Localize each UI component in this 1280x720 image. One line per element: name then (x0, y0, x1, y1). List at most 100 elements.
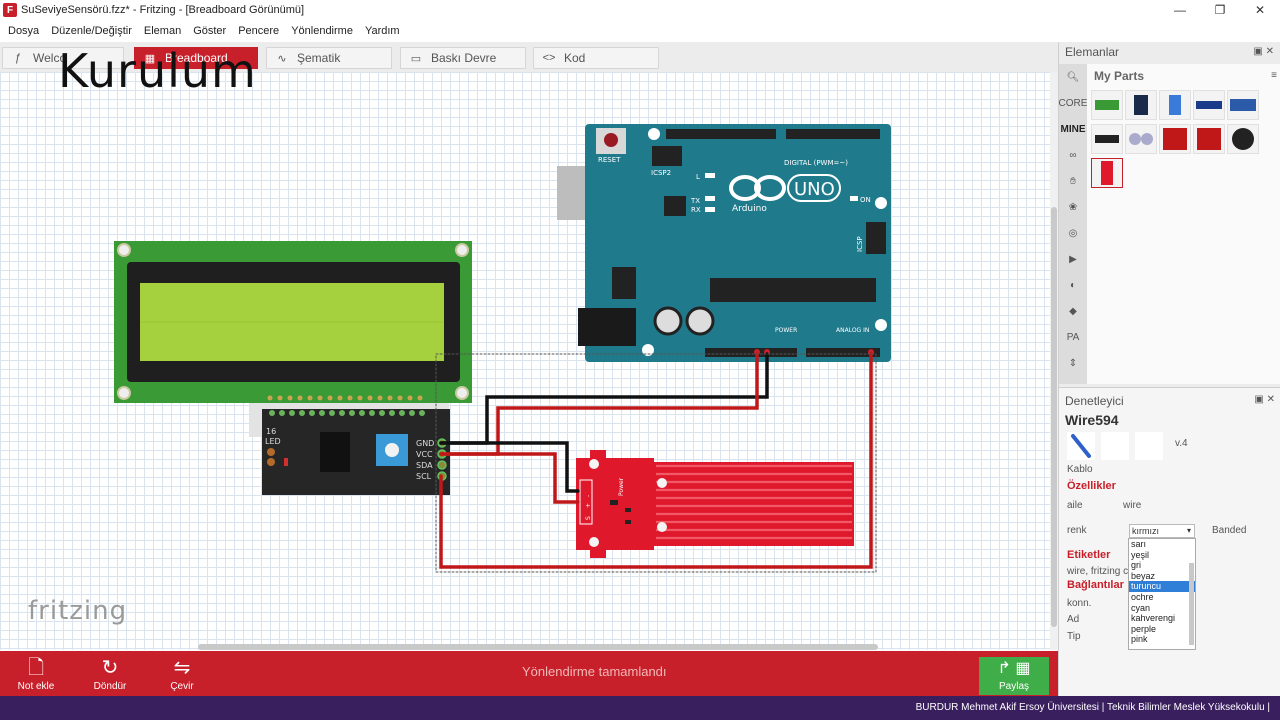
wire-color-dropdown-list[interactable]: sarı yeşil gri beyaz turuncu ochre cyan … (1128, 538, 1196, 650)
water-level-sensor[interactable]: - + S Power (576, 450, 854, 558)
i2c-lcd-adapter[interactable]: 16 LED GND VCC SDA SCL (249, 403, 450, 495)
animal-bin-icon[interactable]: ◆ (1069, 305, 1077, 317)
tab-breadboard[interactable]: ▦ Breadboard (134, 47, 258, 69)
bin-menu-icon[interactable]: ≡ (1271, 70, 1277, 81)
close-button[interactable]: ✕ (1254, 3, 1266, 17)
inspector-panel: Denetleyici ▣ ✕ Wire594 v.4 Kablo Özelli… (1059, 387, 1280, 696)
canvas-horizontal-scrollbar[interactable] (0, 643, 1050, 651)
hand-bin-icon[interactable]: ✋︎ (1070, 175, 1076, 187)
flip-icon: ⇋ (173, 657, 191, 679)
breadboard-canvas[interactable]: 16 LED GND VCC SDA SCL (0, 72, 1050, 650)
inspector-dock-buttons[interactable]: ▣ ✕ (1254, 394, 1275, 405)
sensor-signal-label: S (585, 516, 592, 520)
part-thumbnail[interactable] (1227, 124, 1259, 154)
tab-pcb[interactable]: ▭ Baskı Devre (400, 47, 526, 69)
banded-checkbox-label[interactable]: Banded (1212, 525, 1247, 536)
i2c-vcc-label: VCC (416, 450, 433, 459)
breadboard-icon: ▦ (144, 52, 156, 65)
tab-schematic[interactable]: ∿ Şematik (266, 47, 392, 69)
i2c-scl-label: SCL (416, 472, 432, 481)
dropdown-scrollbar[interactable] (1189, 563, 1194, 645)
color-option[interactable]: ochre (1131, 591, 1154, 602)
part-thumbnail[interactable] (1227, 90, 1259, 120)
lcd-1602-display[interactable] (114, 241, 472, 403)
snapdragon-bin-icon[interactable]: ◐ (1069, 279, 1077, 291)
canvas-vertical-scrollbar[interactable] (1050, 72, 1058, 650)
seeed-bin-icon[interactable]: ❀ (1068, 201, 1078, 213)
add-note-button[interactable]: 🗋 Not ekle (6, 655, 66, 695)
sensor-plus-label: + (585, 503, 592, 508)
menu-routing[interactable]: Yönlendirme (291, 25, 353, 37)
flip-button[interactable]: ⇋ Çevir (152, 655, 212, 695)
menu-window[interactable]: Pencere (238, 25, 280, 37)
flip-label: Çevir (170, 681, 194, 692)
part-thumbnail[interactable] (1125, 124, 1157, 154)
type-label: Tip (1067, 631, 1081, 642)
arduino-tx-label: TX (690, 197, 700, 205)
chevron-down-icon: ▾ (1186, 526, 1191, 535)
part-thumbnail[interactable] (1159, 124, 1191, 154)
play-bin-icon[interactable]: ▶ (1069, 253, 1077, 265)
video-overlay-title: Kurulum (58, 44, 257, 98)
pa-bin-icon[interactable]: PA (1066, 331, 1080, 343)
menu-file[interactable]: Dosya (8, 25, 40, 37)
arduino-power-label: POWER (775, 327, 797, 334)
fritzing-watermark-logo: fritzing (28, 596, 128, 626)
intel-bin-icon[interactable]: ◎ (1068, 227, 1078, 239)
family-value: wire (1123, 500, 1142, 511)
i2c-led-label: LED (265, 437, 281, 446)
arduino-uno-label: UNO (794, 179, 835, 200)
parts-panel-dock-buttons[interactable]: ▣ ✕ (1253, 46, 1274, 57)
schematic-preview-image (1101, 432, 1129, 460)
color-option[interactable]: kahverengi (1131, 613, 1176, 624)
arduino-brand-label: Arduino (732, 204, 767, 214)
color-option[interactable]: perple (1131, 623, 1157, 634)
routing-status-message: Yönlendirme tamamlandı (522, 664, 667, 679)
fritzing-f-icon: ƒ (14, 52, 22, 64)
color-option[interactable]: sarı (1131, 539, 1147, 549)
menu-view[interactable]: Göster (193, 25, 227, 37)
part-thumbnail[interactable] (1125, 90, 1157, 120)
rotate-button[interactable]: ↻ Döndür (80, 655, 140, 695)
arduino-rx-label: RX (691, 206, 701, 214)
infinity-bin-icon[interactable]: ∞ (1069, 149, 1077, 161)
wires[interactable] (435, 352, 877, 573)
color-option[interactable]: yeşil (1131, 549, 1150, 560)
horizontal-scroll-thumb[interactable] (198, 644, 878, 650)
part-thumbnail-selected[interactable] (1091, 158, 1123, 188)
menu-edit[interactable]: Düzenle/Değiştir (51, 25, 132, 37)
scroll-arrows-icon[interactable]: ⇕ (1068, 357, 1078, 369)
bin-core[interactable]: CORE (1058, 97, 1088, 109)
arduino-uno-board[interactable]: RESET ICSP2 DIGITAL (PWM=~) UNO Arduino … (557, 124, 891, 362)
tab-code[interactable]: <> Kod (533, 47, 659, 69)
search-icon[interactable]: 🔍︎ (1066, 71, 1080, 83)
maximize-button[interactable]: ❐ (1214, 3, 1226, 17)
footer-institution-text: BURDUR Mehmet Akif Ersoy Üniversitesi | … (915, 702, 1270, 713)
tab-welcome[interactable]: ƒ Welco (2, 47, 124, 69)
color-option[interactable]: beyaz (1131, 570, 1156, 581)
wire-color-select[interactable]: kırmızı ▾ (1129, 524, 1195, 538)
sensor-power-label: Power (618, 477, 625, 496)
menu-help[interactable]: Yardım (364, 25, 400, 37)
color-option[interactable]: pink (1131, 634, 1148, 645)
arduino-analog-label: ANALOG IN (836, 327, 869, 334)
part-thumbnail[interactable] (1193, 90, 1225, 120)
minimize-button[interactable]: — (1174, 3, 1186, 17)
color-option-selected[interactable]: turuncu (1129, 581, 1195, 592)
fritzing-app-icon: F (3, 3, 17, 17)
share-button[interactable]: ↱ ▦ Paylaş (979, 657, 1049, 695)
arduino-digital-label: DIGITAL (PWM=~) (784, 159, 848, 167)
color-option[interactable]: cyan (1131, 602, 1151, 613)
part-thumbnail[interactable] (1159, 90, 1191, 120)
bin-mine[interactable]: MINE (1060, 123, 1086, 135)
color-option[interactable]: gri (1131, 560, 1142, 571)
title-bar: F SuSeviyeSensörü.fzz* - Fritzing - [Bre… (0, 0, 1280, 20)
part-thumbnail[interactable] (1091, 90, 1123, 120)
vertical-scroll-thumb[interactable] (1051, 207, 1057, 627)
connections-label: konn. (1067, 598, 1092, 609)
part-thumbnail[interactable] (1193, 124, 1225, 154)
pcb-icon: ▭ (410, 52, 422, 65)
arduino-reset-label: RESET (598, 156, 621, 164)
part-thumbnail[interactable] (1091, 124, 1123, 154)
menu-part[interactable]: Eleman (143, 25, 182, 37)
